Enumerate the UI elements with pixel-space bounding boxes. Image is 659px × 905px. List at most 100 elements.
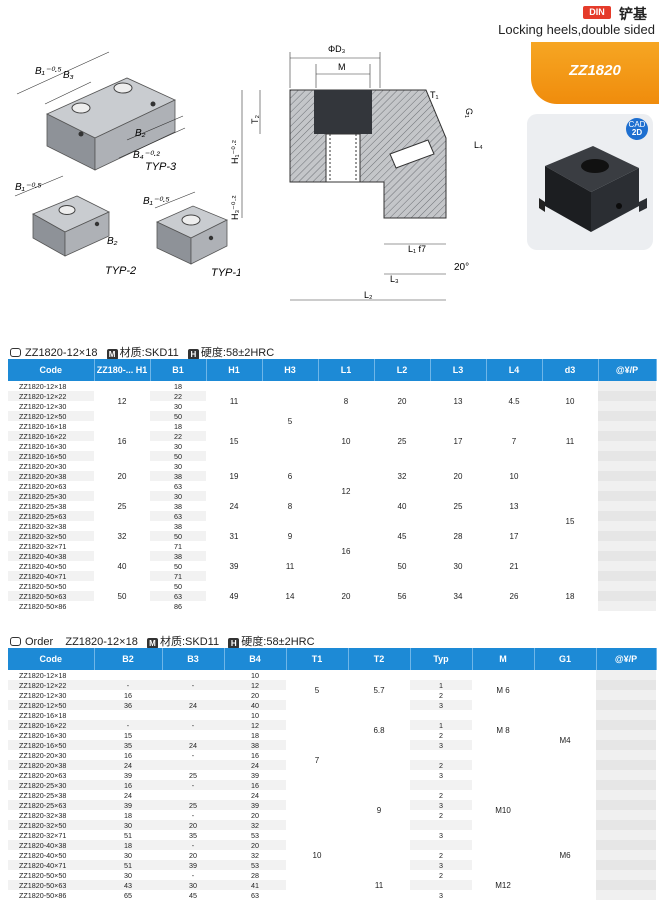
cell-code: ZZ1820-50×50: [8, 581, 94, 591]
cell-code: ZZ1820-40×50: [8, 561, 94, 571]
cell-b4: 12: [224, 680, 286, 690]
cell-code: ZZ1820-12×30: [8, 690, 94, 700]
cell-code: ZZ1820-25×63: [8, 800, 94, 810]
hardness-icon-2: H: [228, 638, 240, 649]
cell-price: [596, 850, 656, 860]
table1-col-header: L2: [374, 359, 431, 381]
cell-h1: 11: [206, 381, 262, 421]
cell-price: [596, 870, 656, 880]
cell-code: ZZ1820-20×30: [8, 461, 94, 471]
cell-t2: 11: [348, 870, 410, 900]
cell-typ: 3: [410, 800, 472, 810]
cell-code: ZZ1820-32×50: [8, 820, 94, 830]
cell-b1: 38: [150, 551, 206, 561]
cell-price: [598, 411, 656, 421]
cell-h1-code: 50: [94, 581, 150, 611]
cell-b3: [162, 760, 224, 770]
order-label: Order: [25, 636, 54, 648]
cell-l1: 10: [318, 421, 374, 461]
table1-col-header: H3: [262, 359, 319, 381]
cell-code: ZZ1820-12×30: [8, 401, 94, 411]
material-icon: M: [106, 349, 118, 360]
cell-price: [598, 581, 656, 591]
cell-d3: 15: [542, 461, 598, 581]
section1-hardness: 硬度:58±2HRC: [200, 347, 275, 359]
cell-b1: 30: [150, 441, 206, 451]
cell-price: [598, 501, 656, 511]
cell-h1-code: 32: [94, 521, 150, 551]
section1-material: 材质:SKD11: [119, 347, 179, 359]
cell-typ: 3: [410, 890, 472, 900]
cell-b3: -: [162, 840, 224, 850]
table2-col-header: B2: [94, 648, 163, 670]
cad-2d-icon[interactable]: CAD 2D: [626, 118, 648, 140]
label-b4: B₄⁻⁰·²: [133, 150, 160, 161]
cell-h3: 11: [262, 551, 318, 581]
cell-b2: [94, 710, 162, 720]
cell-price: [598, 591, 656, 601]
cell-code: ZZ1820-16×30: [8, 441, 94, 451]
cell-price: [596, 840, 656, 850]
cell-typ: 3: [410, 860, 472, 870]
cell-code: ZZ1820-32×38: [8, 810, 94, 820]
cell-b3: [162, 730, 224, 740]
cell-b3: 25: [162, 800, 224, 810]
cell-price: [598, 531, 656, 541]
cell-t2: 6.8: [348, 710, 410, 750]
cell-code: ZZ1820-16×18: [8, 421, 94, 431]
cell-d3: 11: [542, 421, 598, 461]
typ2-drawing: B₁⁻⁰·⁵ B₂ TYP-2: [14, 175, 136, 277]
cell-l3: 30: [430, 551, 486, 581]
cell-code: ZZ1820-16×22: [8, 431, 94, 441]
cell-l2: 50: [374, 551, 430, 581]
cell-d3: 10: [542, 381, 598, 421]
hardness-icon: H: [187, 349, 199, 360]
cell-typ: [410, 820, 472, 830]
product-tab: [531, 42, 659, 104]
cell-t2: 9: [348, 750, 410, 870]
table1-col-header: d3: [542, 359, 599, 381]
cell-price: [598, 541, 656, 551]
cell-code: ZZ1820-12×50: [8, 700, 94, 710]
cell-typ: 3: [410, 770, 472, 780]
cell-code: ZZ1820-50×50: [8, 870, 94, 880]
cell-b3: 30: [162, 880, 224, 890]
cell-price: [596, 800, 656, 810]
table2-col-header: B3: [162, 648, 225, 670]
cell-price: [596, 790, 656, 800]
table1-col-header: L1: [318, 359, 375, 381]
cell-price: [598, 451, 656, 461]
cell-b1: 38: [150, 521, 206, 531]
table2-col-header: Typ: [410, 648, 473, 670]
label-b3: B₃: [63, 70, 74, 81]
cell-b4: 10: [224, 710, 286, 720]
label-h3: H₃⁻⁰·²: [230, 195, 240, 220]
cell-l3: 34: [430, 581, 486, 611]
cell-b3: 24: [162, 700, 224, 710]
cell-h3: 14: [262, 581, 318, 611]
cell-b3: 20: [162, 820, 224, 830]
cell-b2: 18: [94, 840, 162, 850]
section2-code: ZZ1820-12×18: [65, 636, 138, 648]
label-typ1: TYP-1: [211, 267, 240, 279]
cell-b1: 63: [150, 481, 206, 491]
